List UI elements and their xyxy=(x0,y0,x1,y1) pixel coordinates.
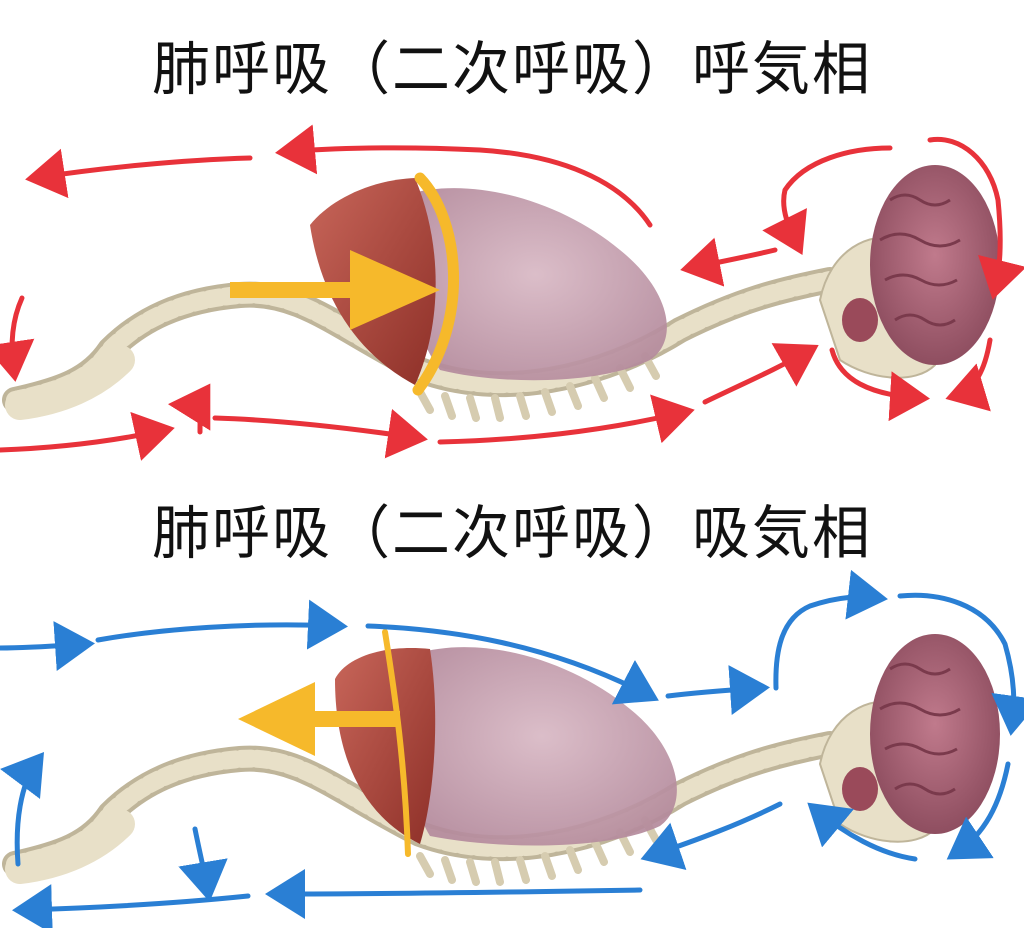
inhalation-diagram xyxy=(0,569,1024,928)
inhalation-title: 肺呼吸（二次呼吸）吸気相 xyxy=(151,499,872,567)
csf-flow-arrows xyxy=(0,124,1024,461)
brain xyxy=(842,165,1000,365)
diaphragm-muscle xyxy=(335,648,436,844)
lung xyxy=(403,188,667,381)
exhalation-panel: 肺呼吸（二次呼吸）呼気相 xyxy=(0,35,1024,461)
exhalation-diagram xyxy=(0,124,1024,461)
inhalation-panel: 肺呼吸（二次呼吸）吸気相 xyxy=(0,464,1024,928)
diaphragm-motion xyxy=(230,172,459,396)
diaphragm-motion xyxy=(238,629,411,857)
spine xyxy=(2,731,843,886)
lung xyxy=(406,647,677,846)
brain xyxy=(842,634,1000,834)
exhalation-title: 肺呼吸（二次呼吸）呼気相 xyxy=(151,35,872,103)
csf-flow-arrows xyxy=(0,569,1024,928)
